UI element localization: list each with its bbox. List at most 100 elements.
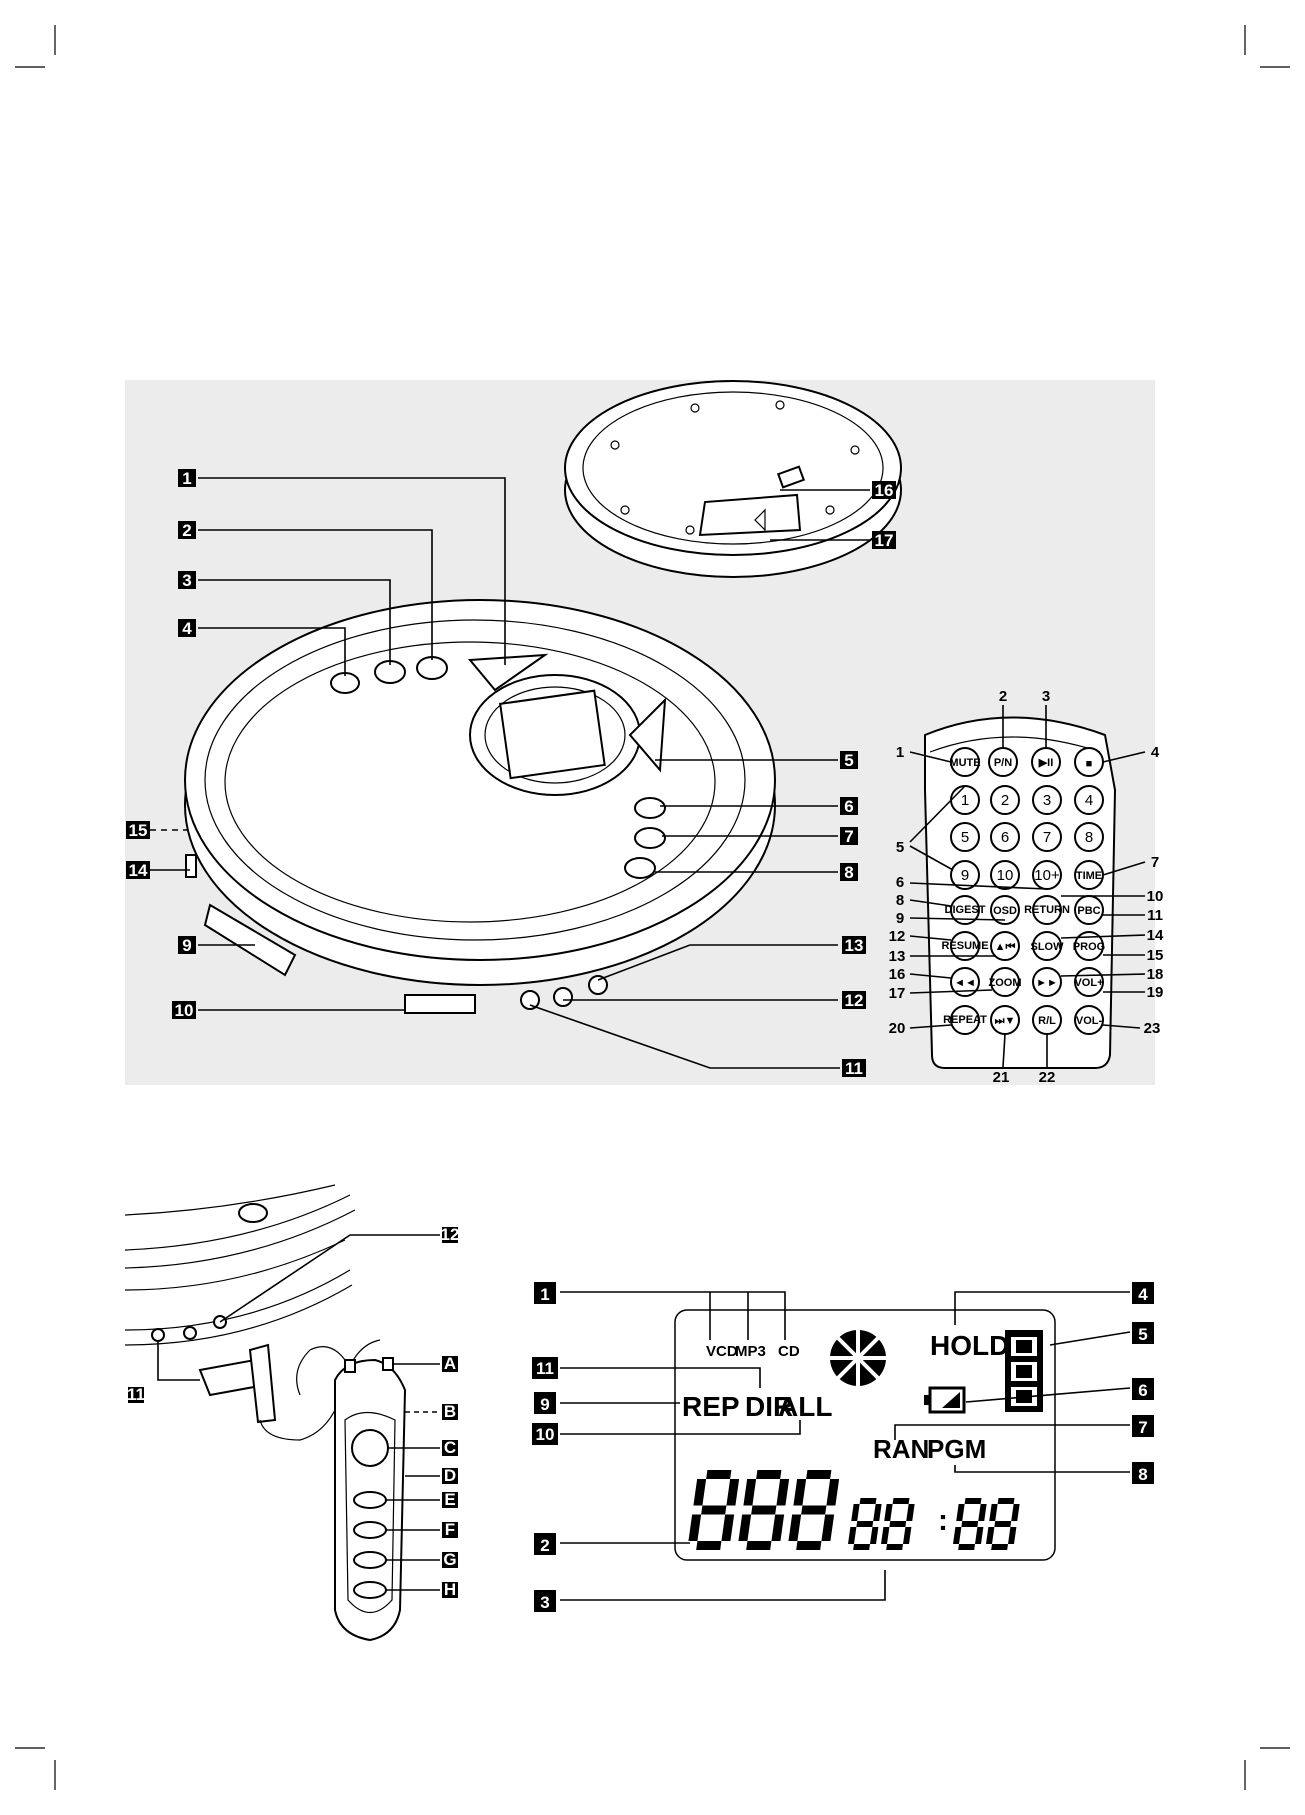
svg-text:3: 3 (540, 1593, 549, 1612)
lcd-display: VCD MP3 CD HOLD REP DIR ALL RAN (674, 1309, 1056, 1561)
svg-text:9: 9 (961, 867, 969, 884)
player-callout-16: 16 (872, 481, 896, 500)
svg-text:H: H (444, 1580, 456, 1599)
remote-key-repeat: REPEAT (943, 1005, 987, 1035)
svg-text:D: D (444, 1466, 456, 1485)
player-callout-5: 5 (840, 751, 858, 770)
svg-text:20: 20 (889, 1020, 906, 1037)
remote-key-rl: R/L (1032, 1005, 1062, 1035)
svg-text:12: 12 (441, 1225, 460, 1244)
svg-text:1: 1 (961, 792, 969, 809)
remote-key-rew: ◄◄ (950, 967, 980, 997)
svg-text:3: 3 (1043, 792, 1051, 809)
svg-text:2: 2 (1001, 792, 1009, 809)
svg-text:17: 17 (889, 985, 906, 1002)
svg-text:6: 6 (896, 874, 904, 891)
svg-text:9: 9 (896, 910, 904, 927)
lcd-large-digits (688, 1470, 840, 1550)
svg-text:10: 10 (536, 1425, 555, 1444)
remote-key-stop: ■ (1074, 747, 1104, 777)
earphone-callout-d: D (442, 1466, 458, 1485)
lcd-callouts: 1 2 3 4 5 6 7 8 9 10 11 (532, 1282, 1154, 1612)
remote-key-slow: SLOW (1031, 931, 1064, 961)
player-callout-17: 17 (872, 531, 896, 550)
svg-text:19: 19 (1147, 984, 1164, 1001)
svg-text:13: 13 (845, 936, 864, 955)
svg-text:16: 16 (889, 966, 906, 983)
svg-text:1: 1 (896, 744, 904, 761)
player-callout-1: 1 (178, 469, 196, 488)
svg-text:7: 7 (1151, 854, 1159, 871)
player-callout-8: 8 (840, 863, 858, 882)
svg-text:8: 8 (1085, 829, 1093, 846)
lcd-small-digits (848, 1498, 1020, 1550)
svg-text:15: 15 (129, 821, 148, 840)
svg-text:11: 11 (845, 1059, 863, 1078)
svg-text:14: 14 (1147, 927, 1164, 944)
svg-text:▲⏮: ▲⏮ (995, 941, 1016, 953)
player-callout-10: 10 (172, 1001, 196, 1020)
svg-text:►►: ►► (1036, 977, 1058, 989)
player-callouts: 1 2 3 4 5 6 7 8 9 10 11 12 13 14 15 16 1… (126, 469, 896, 1078)
lcd-big-digit-1 (688, 1470, 740, 1550)
earphone-callout-a: A (442, 1354, 458, 1373)
lcd-callout-8: 8 (1132, 1462, 1154, 1484)
earphone-callouts: 12 11 A B C D E F G H (127, 1225, 459, 1599)
svg-text:◄◄: ◄◄ (954, 977, 976, 989)
remote-key-return: RETURN (1024, 895, 1070, 925)
svg-text:6: 6 (844, 797, 853, 816)
player-callout-14: 14 (126, 861, 150, 880)
crop-marks (15, 25, 1290, 1790)
remote-key-2: 2 (990, 785, 1020, 815)
player-callout-4: 4 (178, 619, 196, 638)
player-callout-15: 15 (126, 821, 150, 840)
remote-key-ff: ►► (1032, 967, 1062, 997)
svg-text:8: 8 (896, 892, 904, 909)
svg-text:5: 5 (961, 829, 969, 846)
remote-key-vol-up: VOL+ (1074, 967, 1104, 997)
svg-text:3: 3 (1042, 688, 1050, 705)
svg-text:10: 10 (1147, 888, 1164, 905)
svg-text:REPEAT: REPEAT (943, 1014, 987, 1026)
svg-text:11: 11 (1147, 907, 1163, 924)
lcd-all: ALL (778, 1391, 832, 1422)
lcd-callout-4: 4 (1132, 1282, 1154, 1304)
earphone-callout-11: 11 (127, 1385, 145, 1404)
remote-key-pn: P/N (988, 747, 1018, 777)
svg-text:6: 6 (1138, 1381, 1147, 1400)
svg-text:■: ■ (1086, 758, 1093, 770)
remote-key-4: 4 (1074, 785, 1104, 815)
svg-text:RESUME: RESUME (941, 940, 988, 952)
remote-key-3: 3 (1032, 785, 1062, 815)
svg-text:7: 7 (844, 827, 853, 846)
remote-key-6: 6 (990, 822, 1020, 852)
remote-key-pbc: PBC (1074, 895, 1104, 925)
lcd-callout-10: 10 (532, 1423, 558, 1445)
svg-text:C: C (444, 1438, 456, 1457)
svg-text:F: F (445, 1520, 455, 1539)
player-leaders (150, 477, 870, 1069)
svg-text:13: 13 (889, 948, 906, 965)
player-callout-3: 3 (178, 571, 196, 590)
remote-control: MUTE P/N ▶II ■ 1 2 3 4 5 6 7 8 9 10 10+ … (924, 716, 1117, 1069)
svg-text:9: 9 (182, 936, 191, 955)
remote-key-9: 9 (950, 860, 980, 890)
lcd-disc-icon (830, 1330, 886, 1386)
svg-text:2: 2 (999, 688, 1007, 705)
lcd-pgm: PGM (927, 1434, 986, 1464)
svg-text:9: 9 (540, 1395, 549, 1414)
lcd-callout-5: 5 (1132, 1322, 1154, 1344)
svg-text:17: 17 (875, 531, 894, 550)
lcd-hold: HOLD (930, 1330, 1009, 1361)
remote-key-10: 10 (990, 860, 1020, 890)
svg-text:6: 6 (1001, 829, 1009, 846)
svg-text:16: 16 (875, 481, 894, 500)
lcd-level-bars (1005, 1330, 1043, 1412)
svg-text:A: A (444, 1354, 456, 1373)
remote-key-next: ⏭▼ (990, 1005, 1020, 1035)
svg-text:3: 3 (182, 571, 191, 590)
svg-text:14: 14 (129, 861, 148, 880)
svg-text:OSD: OSD (993, 905, 1017, 917)
earphone-detail (124, 1184, 407, 1642)
remote-key-play-pause: ▶II (1031, 747, 1061, 777)
